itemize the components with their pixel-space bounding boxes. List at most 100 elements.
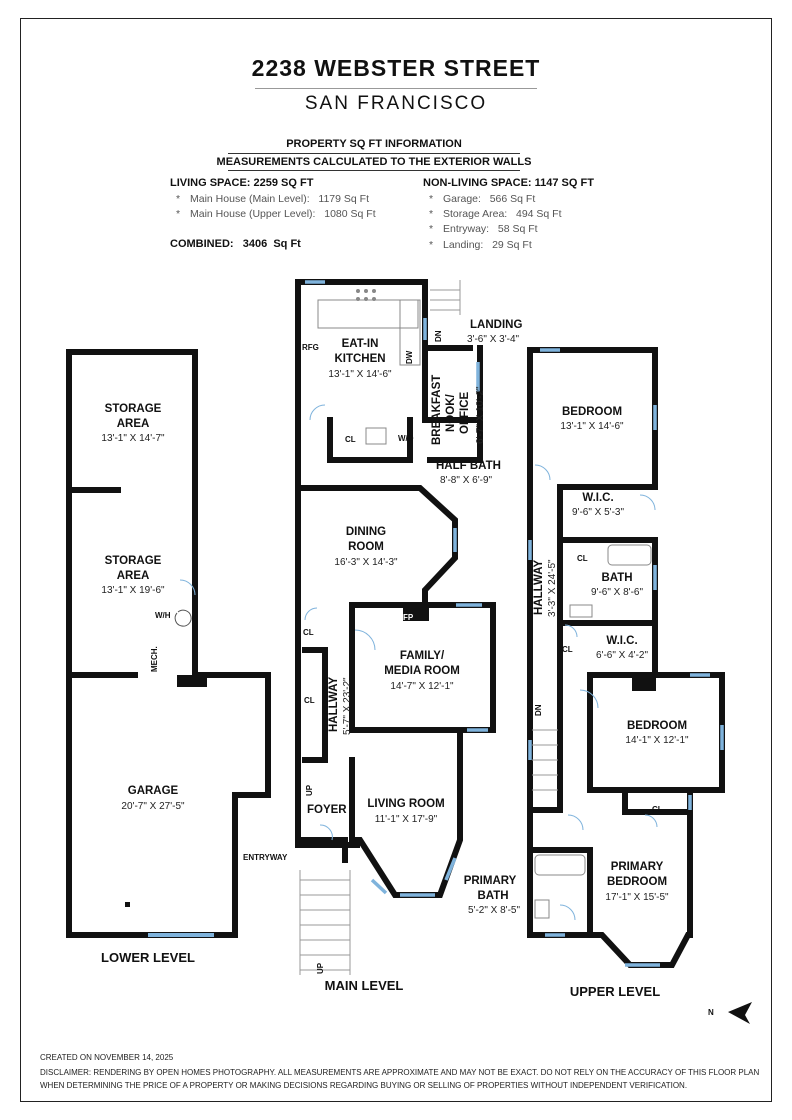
nook-label: OFFICE	[459, 392, 471, 434]
bath-label: BATH	[601, 572, 632, 584]
kitchen-label: KITCHEN	[334, 353, 385, 365]
created-date: CREATED ON NOVEMBER 14, 2025	[40, 1053, 174, 1062]
closet-label: CL	[562, 645, 573, 654]
hallway-upper-label: HALLWAY	[533, 560, 545, 615]
floor-drain	[125, 902, 130, 907]
combined-sqft: COMBINED: 3406 Sq Ft	[170, 238, 301, 250]
kitchen-dims: 13'-1" X 14'-6"	[328, 369, 392, 380]
kitchen-label: EAT-IN	[342, 338, 379, 350]
disclaimer-line-2: WHEN DETERMINING THE PRICE OF A PROPERTY…	[40, 1081, 688, 1090]
info-divider-1	[228, 153, 520, 154]
primary-bath-dims: 5'-2" X 8'-5"	[468, 905, 521, 916]
north-arrow-icon: N	[708, 1002, 752, 1024]
bedroom-2-dims: 14'-1" X 12'-1"	[625, 735, 689, 746]
closet-label: CL	[345, 435, 356, 444]
primary-bedroom-label: PRIMARY	[611, 861, 664, 873]
main-level-label: MAIN LEVEL	[325, 978, 404, 993]
nonliving-item: *Landing: 29 Sq Ft	[429, 239, 532, 251]
bedroom-2-label: BEDROOM	[627, 720, 687, 732]
wic-2-label: W.I.C.	[606, 635, 637, 647]
hallway-upper-dims: 3'-3" X 24'-5"	[547, 559, 558, 617]
bath-dims: 9'-6" X 8'-6"	[591, 587, 644, 598]
closet-label: CL	[303, 628, 314, 637]
landing-dims: 3'-6" X 3'-4"	[467, 334, 520, 345]
nook-dims: 6'-7" X 10'-2"	[475, 386, 486, 444]
bath-fixtures	[534, 544, 652, 919]
bedroom-1-dims: 13'-1" X 14'-6"	[560, 421, 624, 432]
cooktop-icon	[356, 289, 376, 301]
hallway-main-dims: 5'-7" X 23'-2"	[342, 677, 353, 735]
title-divider	[255, 88, 537, 89]
garage-label: GARAGE	[128, 785, 179, 797]
lower-level-label: LOWER LEVEL	[101, 950, 195, 965]
closet-label: CL	[577, 554, 588, 563]
down-label: DN	[434, 330, 443, 342]
living-room-label: LIVING ROOM	[367, 798, 444, 810]
lower-chimney	[177, 675, 207, 687]
up-label: UP	[305, 784, 314, 796]
primary-bath-label: BATH	[477, 890, 508, 902]
closet-label: CL	[652, 805, 663, 814]
bedroom-1-label: BEDROOM	[562, 406, 622, 418]
dining-room-dims: 16'-3" X 14'-3"	[334, 557, 398, 568]
family-room-dims: 14'-7" X 12'-1"	[390, 681, 454, 692]
up-label: UP	[316, 962, 325, 974]
entryway-label: ENTRYWAY	[243, 853, 288, 862]
foyer-label: FOYER	[307, 804, 347, 816]
nook-label: BREAKFAST	[431, 375, 443, 445]
door-swings-upper	[534, 464, 658, 921]
wic-1-label: W.I.C.	[582, 492, 613, 504]
upper-level-label: UPPER LEVEL	[570, 984, 660, 999]
upper-chimney	[632, 675, 656, 691]
living-item: *Main House (Upper Level): 1080 Sq Ft	[176, 208, 376, 220]
stairs-main	[299, 280, 461, 975]
family-room-label: FAMILY/	[400, 650, 445, 662]
water-heater	[174, 609, 192, 627]
info-subtitle: MEASUREMENTS CALCULATED TO THE EXTERIOR …	[216, 156, 532, 168]
nonliving-item: *Entryway: 58 Sq Ft	[429, 223, 538, 235]
nook-label: NOOK/	[445, 394, 457, 433]
stairs-upper	[532, 729, 558, 791]
info-title: PROPERTY SQ FT INFORMATION	[286, 138, 462, 150]
living-space-heading: LIVING SPACE: 2259 SQ FT	[170, 177, 314, 189]
living-room-dims: 11'-1" X 17'-9"	[375, 814, 438, 825]
primary-bedroom-dims: 17'-1" X 15'-5"	[605, 892, 669, 903]
nonliving-item: *Garage: 566 Sq Ft	[429, 193, 536, 205]
walls-lower	[66, 349, 271, 938]
living-item: *Main House (Main Level): 1179 Sq Ft	[176, 193, 369, 205]
family-room-label: MEDIA ROOM	[384, 665, 460, 677]
svg-text:N: N	[708, 1008, 714, 1017]
dishwasher-label: DW	[405, 350, 414, 364]
down-label: DN	[534, 704, 543, 716]
wic-2-dims: 6'-6" X 4'-2"	[596, 650, 649, 661]
storage-area-1-label: STORAGE	[105, 403, 162, 415]
storage-area-1-label: AREA	[117, 418, 150, 430]
door-swing	[179, 579, 196, 596]
windows-main	[305, 280, 488, 897]
page-frame	[20, 18, 772, 1102]
half-bath-dims: 8'-8" X 6'-9"	[440, 475, 493, 486]
primary-bath-label: PRIMARY	[464, 875, 517, 887]
wic-1-dims: 9'-6" X 5'-3"	[572, 507, 625, 518]
property-city: SAN FRANCISCO	[304, 93, 488, 114]
windows-upper	[528, 348, 724, 967]
storage-area-1-dims: 13'-1" X 14'-7"	[101, 433, 165, 444]
nonliving-item: *Storage Area: 494 Sq Ft	[429, 208, 562, 220]
landing-label: LANDING	[470, 319, 522, 331]
disclaimer-line-1: DISCLAIMER: RENDERING BY OPEN HOMES PHOT…	[40, 1068, 760, 1077]
storage-area-2-dims: 13'-1" X 19'-6"	[101, 585, 165, 596]
garage-dims: 20'-7" X 27'-5"	[121, 801, 185, 812]
storage-area-2-label: STORAGE	[105, 555, 162, 567]
dining-room-label: DINING	[346, 526, 386, 538]
refrigerator-label: RFG	[302, 343, 319, 352]
storage-area-2-label: AREA	[117, 570, 150, 582]
washer-dryer-label: W/D	[398, 434, 414, 443]
door-swings-main	[304, 404, 376, 841]
nonliving-space-heading: NON-LIVING SPACE: 1147 SQ FT	[423, 177, 594, 189]
mech-label: MECH.	[150, 646, 159, 672]
kitchen-counters	[317, 299, 421, 445]
dining-room-label: ROOM	[348, 541, 384, 553]
primary-bedroom-label: BEDROOM	[607, 876, 667, 888]
fireplace	[403, 605, 429, 621]
hallway-main-label: HALLWAY	[328, 677, 340, 732]
